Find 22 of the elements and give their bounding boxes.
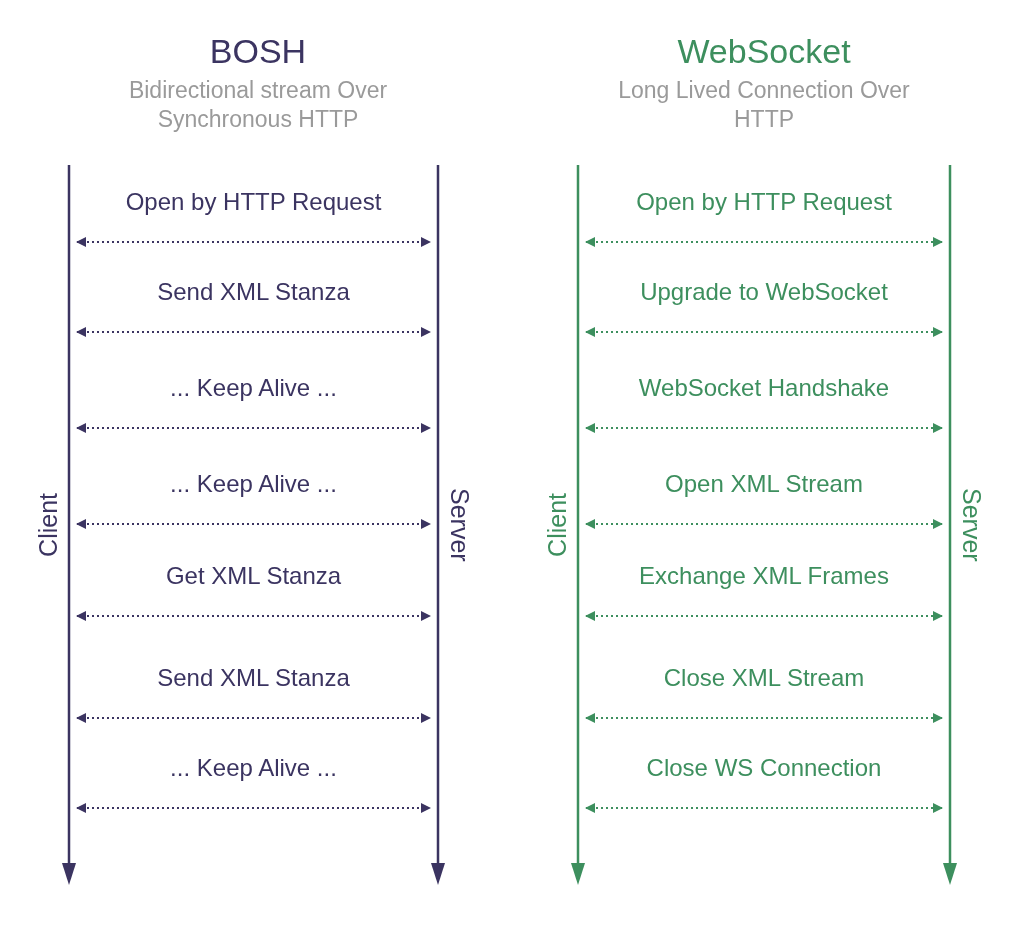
double-headed-arrow <box>585 327 943 337</box>
double-headed-arrow <box>76 237 431 247</box>
double-headed-arrow <box>76 327 431 337</box>
double-headed-arrow <box>76 611 431 621</box>
column-subtitle: Bidirectional stream Over Synchronous HTTP <box>127 76 389 134</box>
column-subtitle: Long Lived Connection Over HTTP <box>617 76 911 134</box>
column-title: WebSocket <box>676 31 852 72</box>
lifeline-label: Server <box>956 488 986 562</box>
lifeline-label: Client <box>34 493 63 557</box>
double-headed-arrow <box>585 611 943 621</box>
double-headed-arrow <box>585 519 943 529</box>
double-headed-arrow <box>585 803 943 813</box>
double-headed-arrow <box>76 423 431 433</box>
double-headed-arrow <box>76 713 431 723</box>
double-headed-arrow <box>585 713 943 723</box>
double-headed-arrow <box>76 803 431 813</box>
double-headed-arrow <box>76 519 431 529</box>
column-title: BOSH <box>208 31 308 72</box>
double-headed-arrow <box>585 237 943 247</box>
double-headed-arrow <box>585 423 943 433</box>
lifeline-label: Server <box>444 488 474 562</box>
lifeline-label: Client <box>543 493 572 557</box>
